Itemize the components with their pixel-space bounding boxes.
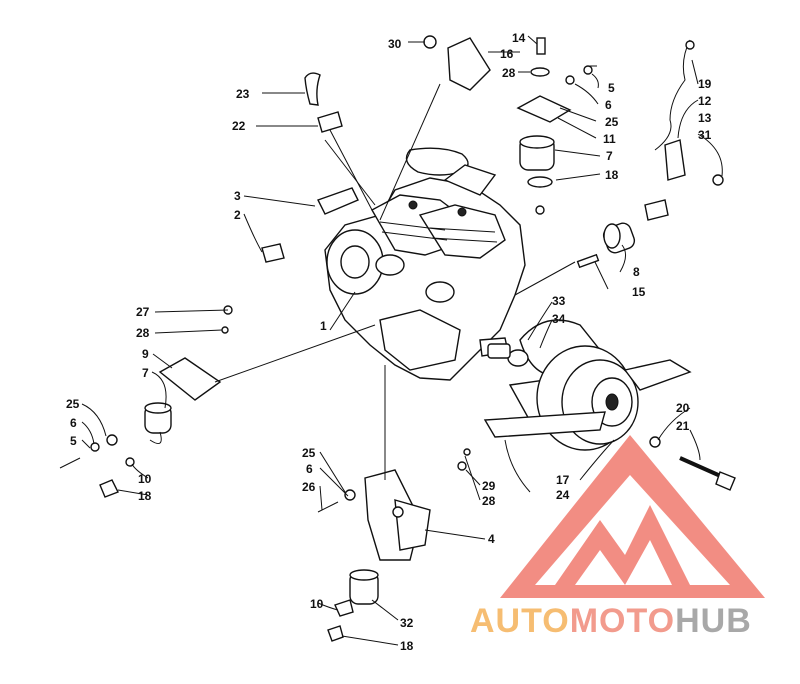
callout-2: 2 [234, 208, 241, 222]
callout-10-left: 10 [138, 472, 152, 486]
callout-24: 24 [556, 488, 570, 502]
callout-11: 11 [603, 132, 616, 146]
callout-27: 27 [136, 305, 150, 319]
callout-5-left: 5 [70, 434, 77, 448]
small-parts [261, 72, 359, 263]
callout-6-bottom: 6 [306, 462, 313, 476]
callout-30: 30 [388, 37, 402, 51]
callout-31: 31 [698, 128, 712, 142]
callout-28-top: 28 [502, 66, 516, 80]
callout-17: 17 [556, 473, 570, 487]
callout-26: 26 [302, 480, 316, 494]
callout-23: 23 [236, 87, 250, 101]
callout-16: 16 [500, 47, 514, 61]
callout-33: 33 [552, 294, 566, 308]
callout-12: 12 [698, 94, 712, 108]
callout-32: 32 [400, 616, 414, 630]
callout-labels: 30 14 16 28 5 6 25 11 7 18 19 12 13 31 8… [66, 31, 712, 653]
callout-6-left: 6 [70, 416, 77, 430]
lower-engine-mount [317, 448, 471, 642]
watermark-inner-mark [555, 505, 690, 585]
watermark-logo: AUTOMOTOHUB [470, 435, 765, 640]
callout-8: 8 [633, 265, 640, 279]
callout-25-bottom: 25 [302, 446, 316, 460]
callout-13: 13 [698, 111, 712, 125]
callout-18-top: 18 [605, 168, 619, 182]
callout-25-left: 25 [66, 397, 80, 411]
callout-7-left: 7 [142, 366, 149, 380]
callout-7-top: 7 [606, 149, 613, 163]
callout-34: 34 [552, 312, 566, 326]
watermark-word-hub: HUB [675, 602, 752, 640]
engine-assembly [324, 147, 526, 381]
callout-15: 15 [632, 285, 646, 299]
watermark-triangle-icon [500, 435, 765, 598]
callout-29: 29 [482, 479, 496, 493]
callout-1: 1 [320, 319, 327, 333]
callout-20: 20 [676, 401, 690, 415]
callout-18-left: 18 [138, 489, 152, 503]
callout-14: 14 [512, 31, 526, 45]
callout-10-bottom: 10 [310, 597, 324, 611]
callout-19: 19 [698, 77, 712, 91]
callout-28-left: 28 [136, 326, 150, 340]
left-engine-mount [59, 305, 233, 498]
callout-21: 21 [676, 419, 690, 433]
callout-9: 9 [142, 347, 149, 361]
front-engine-mount [423, 35, 597, 215]
leader-lines [81, 35, 723, 646]
callout-4: 4 [488, 532, 495, 546]
svg-text:AUTOMOTOHUB: AUTOMOTOHUB [470, 602, 752, 640]
callout-28-bottom: 28 [482, 494, 496, 508]
watermark-word-moto: MOTO [570, 602, 675, 640]
callout-25-top: 25 [605, 115, 619, 129]
drive-clutch-assembly [483, 319, 692, 451]
callout-5-top: 5 [608, 81, 615, 95]
callout-18-bottom: 18 [400, 639, 414, 653]
long-bolt [649, 436, 736, 491]
callout-6-top: 6 [605, 98, 612, 112]
side-parts [576, 39, 724, 269]
callout-22: 22 [232, 119, 246, 133]
callout-3: 3 [234, 189, 241, 203]
watermark-word-auto: AUTO [470, 602, 570, 640]
